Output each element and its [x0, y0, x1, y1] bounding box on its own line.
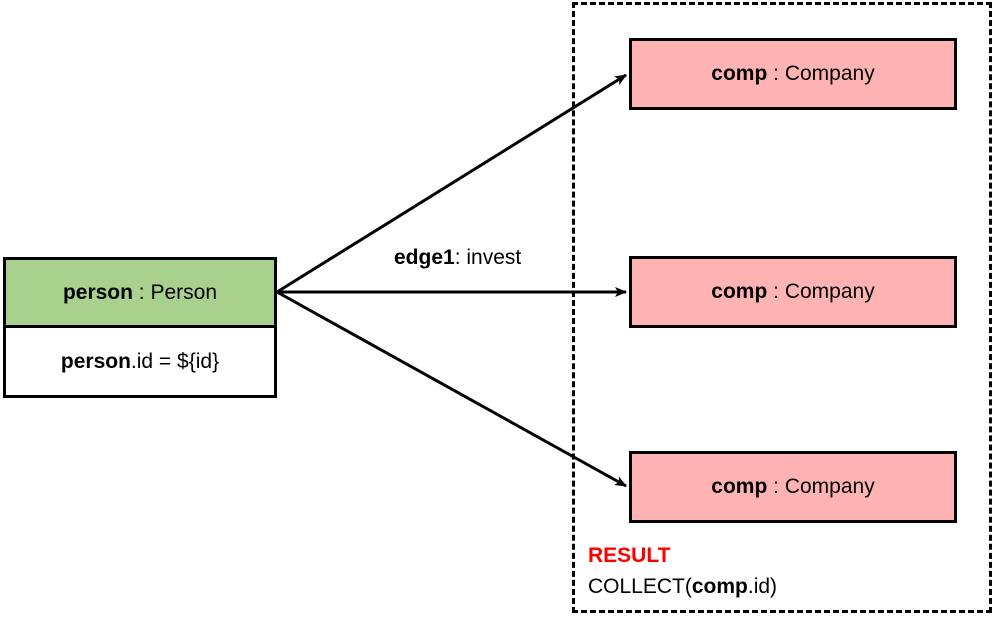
- person-node-header: person : Person: [3, 257, 277, 328]
- company-node-3: comp : Company: [629, 451, 957, 523]
- person-var-name: person: [62, 280, 133, 304]
- person-node-filter: person.id = ${id}: [3, 325, 277, 398]
- edge-arrow-to-comp-1: [276, 73, 627, 294]
- company-node-1: comp : Company: [629, 38, 957, 110]
- person-type: Person: [150, 280, 218, 304]
- person-sep: :: [132, 280, 151, 304]
- company-type: Company: [784, 280, 875, 303]
- company-sep: :: [767, 475, 785, 498]
- company-var-name: comp: [711, 62, 768, 85]
- result-container: [572, 2, 992, 613]
- company-var-name: comp: [711, 475, 768, 498]
- result-expr-suffix: .id): [747, 575, 778, 598]
- person-filter-var: person: [60, 349, 131, 373]
- result-expression: COLLECT(comp.id): [588, 575, 777, 599]
- edge-type: invest: [466, 246, 522, 269]
- edge-arrow-to-comp-3: [276, 290, 627, 488]
- result-expr-var: comp: [691, 575, 748, 598]
- company-sep: :: [767, 280, 785, 303]
- company-node-2: comp : Company: [629, 256, 957, 328]
- company-type: Company: [784, 62, 875, 85]
- company-sep: :: [767, 62, 785, 85]
- person-filter-expr: .id = ${id}: [130, 349, 220, 373]
- edge-name: edge1: [394, 246, 455, 269]
- company-var-name: comp: [711, 280, 768, 303]
- result-title: RESULT: [588, 544, 671, 567]
- company-type: Company: [784, 475, 875, 498]
- result-expr-prefix: COLLECT(: [588, 575, 692, 598]
- edge-label: edge1: invest: [394, 246, 521, 270]
- edge-sep: :: [454, 246, 467, 269]
